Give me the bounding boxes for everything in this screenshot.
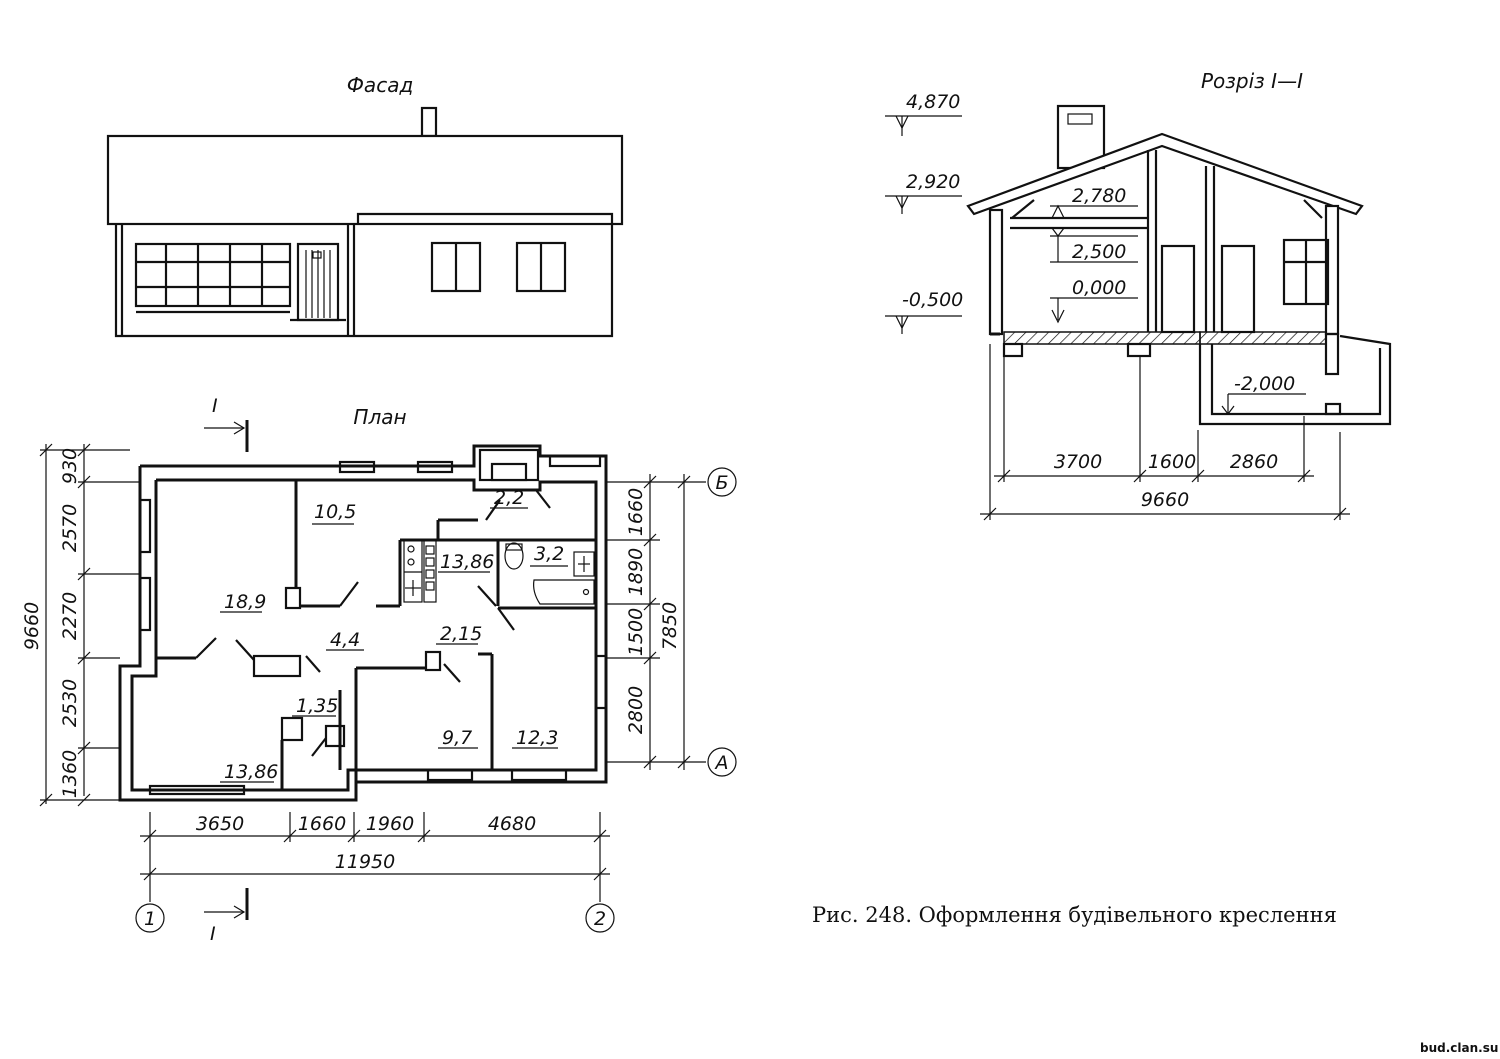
cut-mark-top: I (204, 395, 249, 452)
figure-caption: Рис. 248. Оформлення будівельного кресле… (812, 903, 1337, 927)
svg-text:1600: 1600 (1148, 451, 1196, 473)
svg-text:4680: 4680 (488, 813, 536, 835)
section-left-wall (988, 208, 1004, 336)
svg-text:11950: 11950 (335, 851, 395, 873)
facade-window-1 (430, 241, 482, 293)
facade-roof (106, 134, 624, 226)
svg-text:3650: 3650 (196, 813, 244, 835)
bathroom-fixtures (504, 542, 595, 605)
facade-door (290, 242, 346, 322)
section-basement (1198, 334, 1392, 426)
facade-view: Фасад (106, 73, 624, 338)
svg-text:I: I (212, 395, 218, 417)
section-view: Розріз І—І 4,870 2,920 -0,500 (885, 69, 1392, 521)
svg-text:1960: 1960 (366, 813, 414, 835)
svg-text:2: 2 (594, 908, 606, 930)
svg-text:1660: 1660 (625, 488, 647, 536)
level-2920: 2,920 (885, 171, 962, 214)
plan-right-dimensions: 1660 1890 1500 2800 7850 Б А (606, 467, 737, 777)
room-area: 18,9 (224, 591, 266, 613)
svg-text:0,000: 0,000 (1072, 277, 1126, 299)
section-door-2 (1220, 244, 1256, 334)
room-area: 13,86 (440, 551, 494, 573)
svg-text:7850: 7850 (659, 602, 681, 650)
section-title: Розріз І—І (1201, 69, 1303, 93)
svg-text:А: А (714, 752, 729, 774)
axis-bubble-2 (585, 903, 615, 933)
cut-mark-bottom: I (204, 888, 249, 945)
svg-text:1660: 1660 (298, 813, 346, 835)
svg-text:1360: 1360 (59, 750, 81, 798)
axis-bubble-b (707, 467, 737, 497)
room-area: 3,2 (534, 543, 564, 565)
axis-bubble-1 (135, 903, 165, 933)
section-door-1 (1160, 244, 1196, 334)
room-labels: 10,5 2,2 13,86 3,2 18,9 4,4 2,15 1,35 9,… (220, 487, 568, 783)
svg-text:2,500: 2,500 (1072, 241, 1126, 263)
plan-view: План I I (21, 395, 737, 945)
level-0000: 0,000 (1050, 277, 1138, 324)
svg-text:9660: 9660 (21, 602, 43, 650)
svg-text:2270: 2270 (59, 592, 81, 640)
svg-text:4,870: 4,870 (906, 91, 960, 113)
room-area: 4,4 (330, 629, 360, 651)
svg-text:9660: 9660 (1141, 489, 1189, 511)
room-area: 13,86 (224, 761, 278, 783)
room-area: 2,15 (440, 623, 482, 645)
svg-text:1500: 1500 (625, 608, 647, 656)
level-minus-0500: -0,500 (885, 289, 963, 334)
svg-text:-2,000: -2,000 (1234, 373, 1295, 395)
facade-chimney (420, 106, 438, 138)
svg-text:2,780: 2,780 (1072, 185, 1126, 207)
plan-windows (138, 454, 608, 796)
svg-text:930: 930 (59, 448, 81, 484)
svg-text:3700: 3700 (1054, 451, 1102, 473)
facade-veranda-windows (134, 242, 292, 314)
svg-text:1: 1 (144, 908, 156, 930)
facade-wall (114, 212, 614, 338)
room-area: 10,5 (314, 501, 356, 523)
svg-text:Б: Б (715, 472, 728, 494)
svg-text:2,920: 2,920 (906, 171, 960, 193)
plan-exterior-walls (118, 444, 608, 802)
svg-text:2530: 2530 (59, 679, 81, 727)
kitchen-fixtures (403, 539, 437, 603)
level-2500: 2,500 (1050, 227, 1138, 263)
plan-doors (195, 489, 551, 757)
room-area: 1,35 (296, 695, 338, 717)
axis-bubble-a (707, 747, 737, 777)
svg-text:-0,500: -0,500 (902, 289, 963, 311)
room-area: 9,7 (442, 727, 472, 749)
plan-bottom-dimensions: 3650 1660 1960 4680 11950 1 2 (135, 812, 615, 933)
section-dimensions: 3700 1600 2860 9660 (980, 344, 1350, 521)
level-minus-2000: -2,000 (1221, 373, 1306, 415)
plan-interior-walls (156, 448, 596, 790)
level-4870: 4,870 (885, 91, 962, 136)
svg-text:2800: 2800 (625, 686, 647, 734)
section-floor-slab (1003, 331, 1201, 345)
watermark: bud.clan.su (1420, 1041, 1498, 1055)
svg-text:1890: 1890 (625, 548, 647, 596)
room-area: 12,3 (516, 727, 558, 749)
section-window (1282, 238, 1330, 306)
plan-title: План (353, 405, 406, 429)
room-area: 2,2 (494, 487, 524, 509)
level-2780: 2,780 (1050, 185, 1138, 219)
svg-text:I: I (210, 923, 216, 945)
facade-title: Фасад (347, 73, 414, 97)
section-roof (966, 132, 1364, 216)
facade-window-2 (515, 241, 567, 293)
plan-left-dimensions: 930 2570 2270 2530 1360 9660 (21, 443, 140, 807)
svg-text:2860: 2860 (1230, 451, 1278, 473)
svg-text:2570: 2570 (59, 504, 81, 552)
